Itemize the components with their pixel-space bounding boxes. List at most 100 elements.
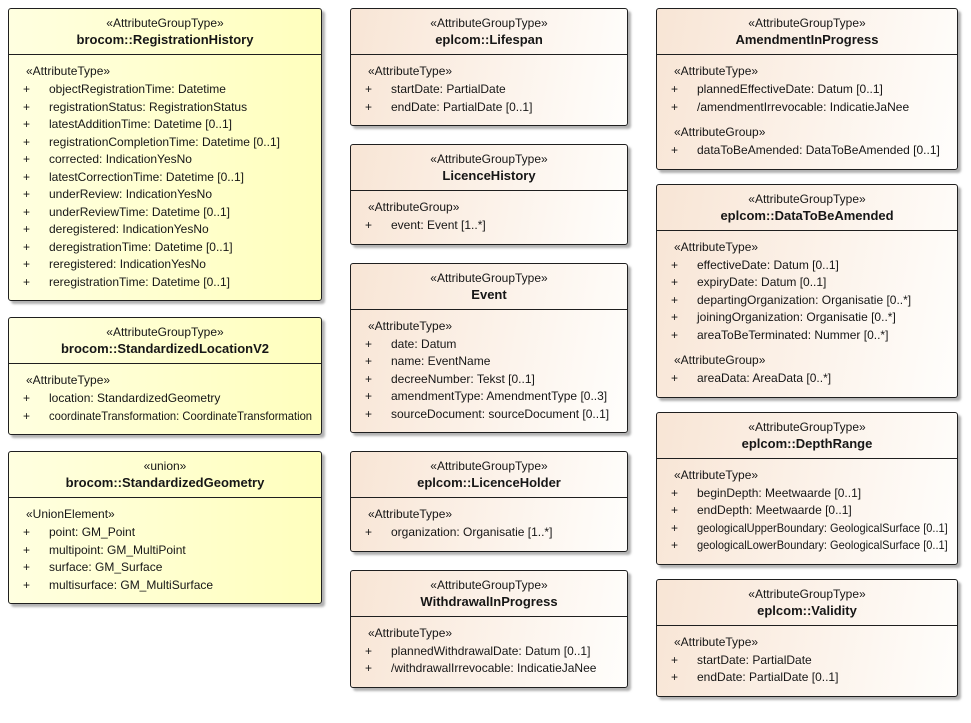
attribute-row: +event: Event [1..*] — [357, 217, 621, 235]
attribute-text: event: Event [1..*] — [391, 218, 486, 232]
attribute-row: +startDate: PartialDate — [357, 81, 621, 99]
attribute-row: +surface: GM_Surface — [15, 559, 315, 577]
class-name: brocom::StandardizedGeometry — [65, 475, 265, 490]
stereotype-label: «AttributeGroupType» — [748, 419, 866, 434]
class-box-depth-range[interactable]: «AttributeGroupType»eplcom::DepthRange«A… — [656, 411, 958, 565]
attribute-section: «UnionElement»+point: GM_Point+multipoin… — [15, 504, 315, 594]
class-name: eplcom::LicenceHolder — [417, 475, 561, 490]
attribute-text: coordinateTransformation: CoordinateTran… — [49, 408, 313, 423]
stereotype-label: «union» — [143, 459, 187, 473]
class-box-validity[interactable]: «AttributeGroupType»eplcom::Validity«Att… — [656, 578, 958, 697]
section-stereotype-label: «AttributeType» — [674, 634, 759, 649]
attribute-row: +endDate: PartialDate [0..1] — [357, 99, 621, 117]
visibility-plus: + — [671, 292, 679, 307]
stereotype-label: «AttributeGroupType» — [106, 16, 224, 30]
diagram-column-3: «AttributeGroupType»AmendmentInProgress«… — [656, 8, 958, 697]
attribute-section: «AttributeType»+organization: Organisati… — [357, 504, 621, 542]
attribute-row: +multipoint: GM_MultiPoint — [15, 542, 315, 560]
class-box-lifespan[interactable]: «AttributeGroupType»eplcom::Lifespan«Att… — [350, 8, 628, 126]
class-box-header: «AttributeGroupType»LicenceHistory — [351, 145, 627, 191]
class-box-header: «AttributeGroupType»AmendmentInProgress — [657, 9, 957, 55]
class-box-standardized-location-v2[interactable]: «AttributeGroupType»brocom::Standardized… — [8, 317, 322, 435]
attribute-row: +name: EventName — [357, 353, 621, 371]
section-stereotype-label: «AttributeType» — [674, 467, 759, 482]
class-box-event[interactable]: «AttributeGroupType»Event «AttributeType»… — [350, 262, 628, 433]
class-box-body: «UnionElement»+point: GM_Point+multipoin… — [9, 498, 321, 603]
class-box-amendment-in-progress[interactable]: «AttributeGroupType»AmendmentInProgress«… — [656, 8, 958, 170]
class-box-header: «union»brocom::StandardizedGeometry — [9, 452, 321, 498]
class-box-header: «AttributeGroupType»brocom::Registration… — [9, 9, 321, 55]
attribute-row: +point: GM_Point — [15, 524, 315, 542]
class-box-licence-history[interactable]: «AttributeGroupType»LicenceHistory«Attri… — [350, 144, 628, 245]
attribute-row: +underReview: IndicationYesNo — [15, 186, 315, 204]
class-box-data-to-be-amended[interactable]: «AttributeGroupType»eplcom::DataToBeAmen… — [656, 183, 958, 398]
stereotype-label: «AttributeGroupType» — [430, 270, 548, 285]
attribute-text: effectiveDate: Datum [0..1] — [697, 257, 839, 272]
attribute-section: «AttributeType»+effectiveDate: Datum [0.… — [663, 237, 951, 345]
class-box-body: «AttributeType» +date: Datum+name: EventN… — [351, 310, 627, 433]
attribute-row: +deregistrationTime: Datetime [0..1] — [15, 239, 315, 257]
attribute-text: underReview: IndicationYesNo — [49, 187, 212, 201]
visibility-plus: + — [23, 222, 31, 236]
class-box-header: «AttributeGroupType»brocom::Standardized… — [9, 318, 321, 364]
class-box-body: «AttributeType»+plannedWithdrawalDate: D… — [351, 617, 627, 687]
attribute-text: plannedEffectiveDate: Datum [0..1] — [697, 82, 883, 96]
visibility-plus: + — [671, 143, 679, 157]
class-box-licence-holder[interactable]: «AttributeGroupType»eplcom::LicenceHolde… — [350, 451, 628, 552]
visibility-plus: + — [671, 670, 679, 684]
attribute-text: areaData: AreaData [0..*] — [697, 371, 832, 385]
class-name: eplcom::Validity — [757, 602, 857, 618]
stereotype-label: «AttributeGroupType» — [106, 325, 224, 339]
visibility-plus: + — [671, 485, 679, 500]
stereotype-label: «AttributeGroupType» — [430, 577, 548, 592]
visibility-plus: + — [23, 525, 31, 539]
attribute-text: endDate: PartialDate [0..1] — [697, 670, 839, 684]
attribute-row: +decreeNumber: Tekst [0..1] — [357, 371, 621, 389]
visibility-plus: + — [23, 408, 31, 423]
attribute-text: decreeNumber: Tekst [0..1] — [391, 371, 535, 386]
attribute-text: latestAdditionTime: Datetime [0..1] — [49, 117, 232, 131]
visibility-plus: + — [23, 82, 31, 96]
visibility-plus: + — [365, 643, 373, 658]
attribute-row: +date: Datum — [357, 336, 621, 354]
visibility-plus: + — [365, 525, 373, 539]
class-box-header: «AttributeGroupType»eplcom::Lifespan — [351, 9, 627, 55]
class-box-registration-history[interactable]: «AttributeGroupType»brocom::Registration… — [8, 8, 322, 301]
section-stereotype-label: «AttributeType» — [674, 64, 759, 78]
attribute-section: «AttributeType» +beginDepth: Meetwaarde [… — [663, 465, 951, 555]
class-name: AmendmentInProgress — [735, 32, 879, 47]
visibility-plus: + — [23, 560, 31, 574]
class-name: Event — [471, 286, 507, 302]
attribute-text: registrationStatus: RegistrationStatus — [49, 99, 248, 114]
stereotype-label: «AttributeGroupType» — [430, 459, 548, 473]
attribute-text: multipoint: GM_MultiPoint — [49, 542, 186, 557]
attribute-text: endDate: PartialDate [0..1] — [391, 99, 533, 114]
visibility-plus: + — [23, 391, 31, 405]
attribute-text: endDepth: Meetwaarde [0..1] — [697, 503, 852, 517]
class-box-body: «AttributeType» +beginDepth: Meetwaarde [… — [657, 459, 957, 564]
attribute-section: «AttributeType»+location: StandardizedGe… — [15, 370, 315, 425]
diagram-column-1: «AttributeGroupType»brocom::Registration… — [8, 8, 322, 604]
attribute-row: +corrected: IndicationYesNo — [15, 151, 315, 169]
class-box-body: «AttributeType»+effectiveDate: Datum [0.… — [657, 231, 957, 397]
section-stereotype-label: «AttributeGroup» — [674, 125, 766, 139]
class-box-withdrawal-in-progress[interactable]: «AttributeGroupType»WithdrawalInProgress… — [350, 569, 628, 688]
attribute-row: +beginDepth: Meetwaarde [0..1] — [663, 485, 951, 503]
visibility-plus: + — [23, 99, 31, 114]
attribute-row: +geologicalLowerBoundary: GeologicalSurf… — [663, 537, 951, 555]
attribute-text: underReviewTime: Datetime [0..1] — [49, 204, 230, 219]
section-stereotype-label: «AttributeType» — [368, 64, 453, 78]
attribute-row: +endDepth: Meetwaarde [0..1] — [663, 502, 951, 520]
section-stereotype-label: «AttributeType» — [26, 373, 111, 387]
attribute-row: +startDate: PartialDate — [663, 652, 951, 670]
attribute-text: areaToBeTerminated: Nummer [0..*] — [697, 327, 889, 342]
section-stereotype-label: «AttributeType» — [368, 318, 453, 333]
attribute-row: + registrationStatus: RegistrationStatus — [15, 99, 315, 117]
class-box-body: «AttributeType»+organization: Organisati… — [351, 498, 627, 551]
visibility-plus: + — [23, 134, 31, 149]
stereotype-label: «AttributeGroupType» — [430, 152, 548, 166]
class-box-standardized-geometry[interactable]: «union»brocom::StandardizedGeometry«Unio… — [8, 451, 322, 604]
attribute-text: latestCorrectionTime: Datetime [0..1] — [49, 169, 244, 184]
class-name: brocom::StandardizedLocationV2 — [60, 341, 270, 356]
class-box-body: «AttributeType» + plannedEffectiveDate: Da… — [657, 55, 957, 169]
